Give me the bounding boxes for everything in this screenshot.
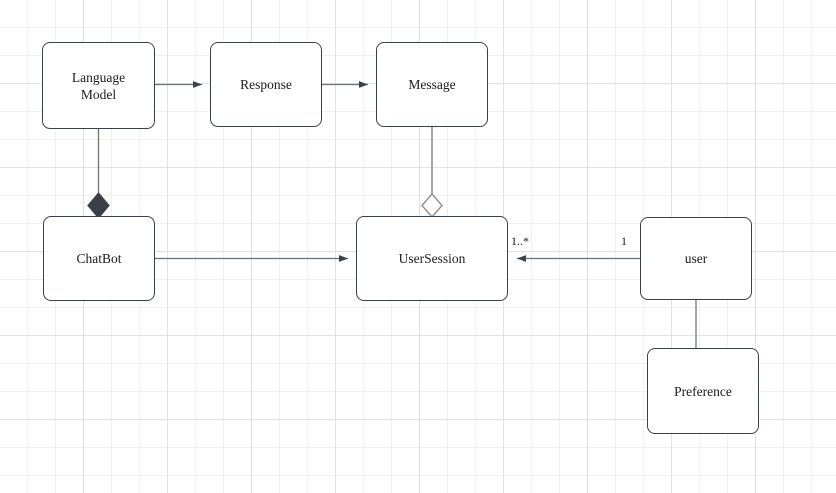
- node-label-message: Message: [408, 77, 456, 92]
- edge-message-to-usersession: [421, 127, 443, 219]
- node-label-user: user: [684, 251, 708, 266]
- node-chatbot[interactable]: ChatBot: [43, 216, 155, 301]
- diamond-open-icon: [421, 192, 443, 219]
- node-label-preference: Preference: [674, 383, 732, 399]
- node-preference[interactable]: Preference: [647, 348, 759, 434]
- diamond-filled-icon: [87, 192, 110, 219]
- multiplicity-usersession: 1..*: [511, 234, 529, 248]
- node-language-model[interactable]: Language Model: [42, 42, 155, 129]
- node-message[interactable]: Message: [376, 42, 488, 127]
- node-label-usersession: UserSession: [398, 251, 466, 266]
- edge-language-model-to-chatbot: [87, 129, 110, 219]
- node-usersession[interactable]: UserSession: [356, 216, 508, 301]
- node-user[interactable]: user: [640, 217, 752, 300]
- node-label-chatbot: ChatBot: [76, 251, 122, 266]
- node-label-language-model: Language Model: [71, 69, 126, 102]
- node-response[interactable]: Response: [210, 42, 322, 127]
- multiplicity-user: 1: [621, 234, 627, 248]
- node-label-response: Response: [240, 77, 292, 92]
